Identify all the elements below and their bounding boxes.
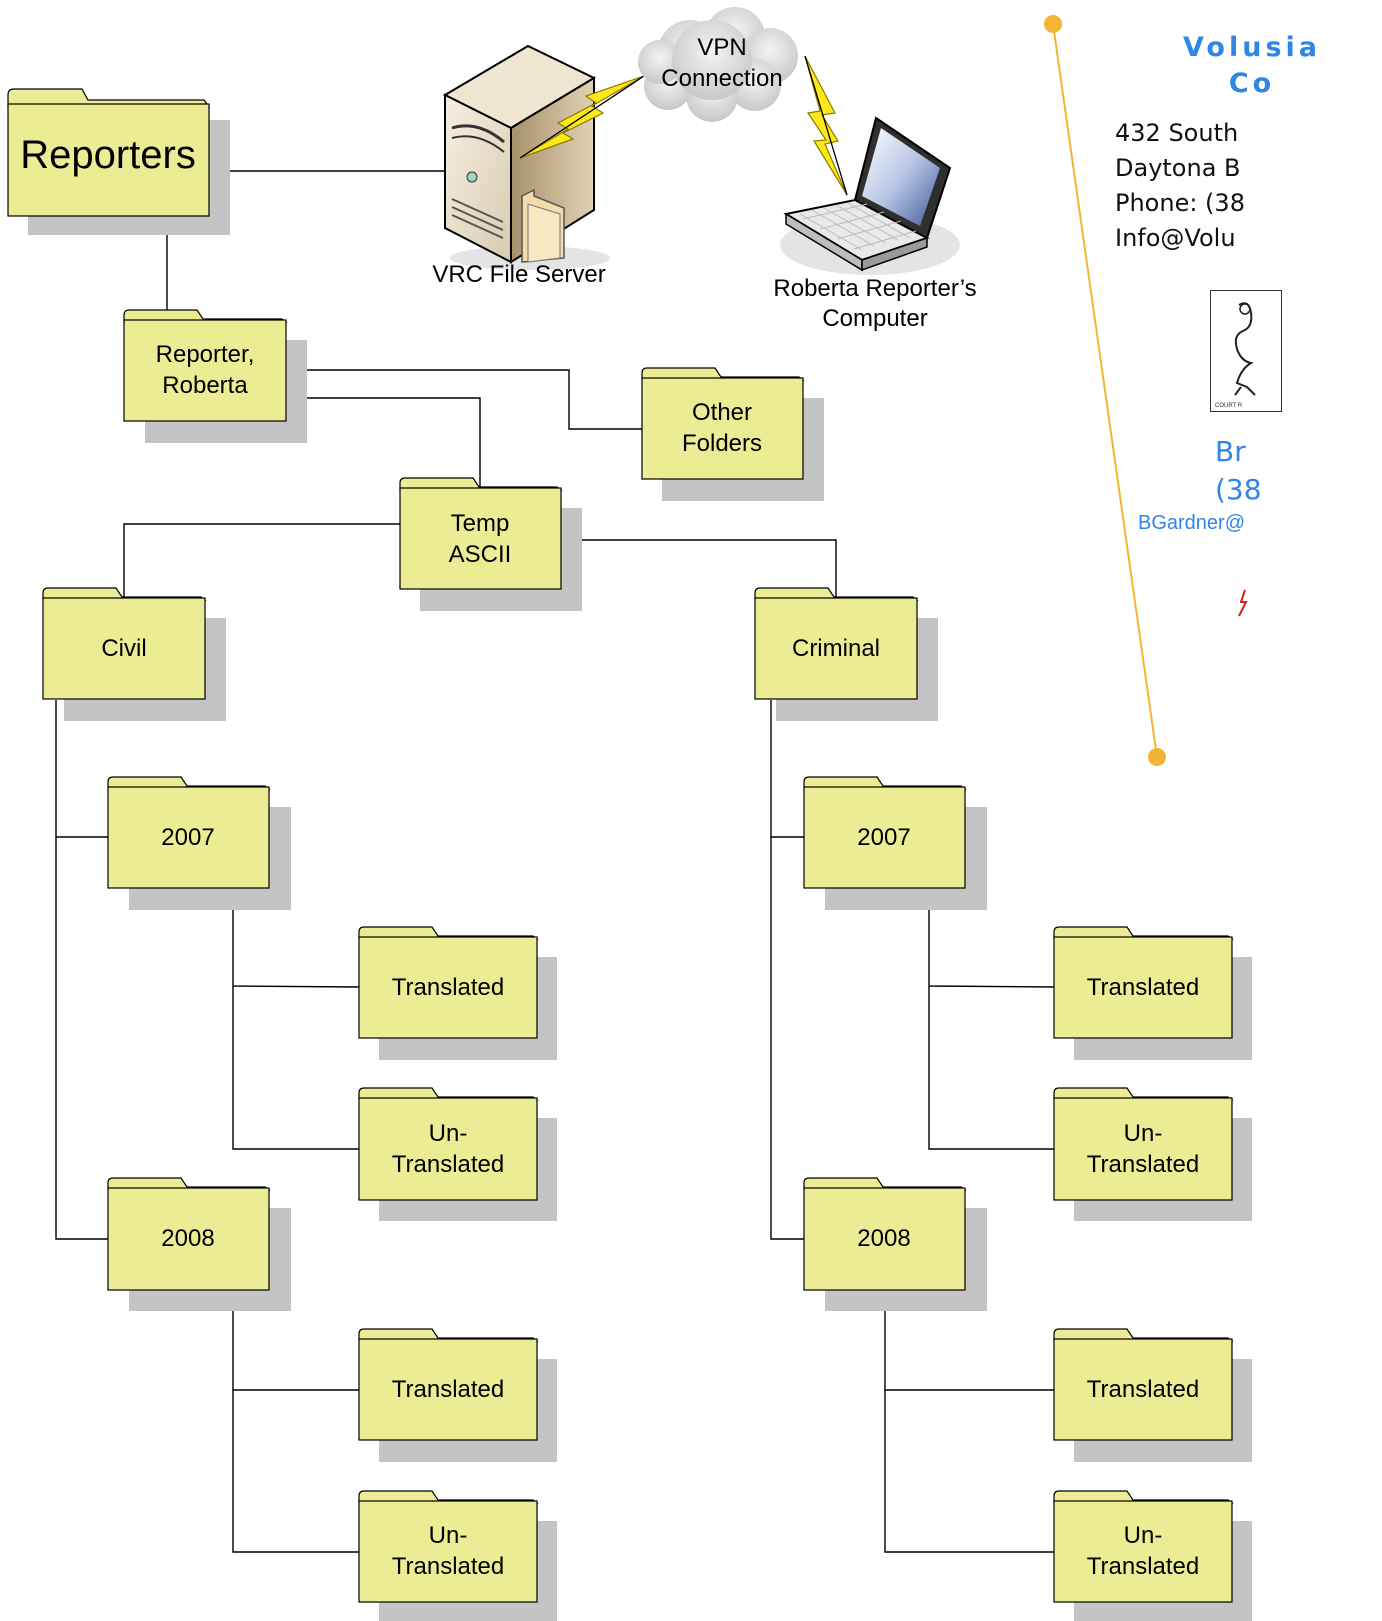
folder-label-translated: Translated [1087, 1376, 1200, 1403]
line-temp-civil [123, 523, 400, 598]
line-civil2008-untranslated [232, 1390, 359, 1553]
accent-divider [1044, 15, 1166, 766]
server-icon [442, 44, 610, 270]
folder-label-civil-2008: 2008 [161, 1225, 214, 1252]
contact-phone: (38 [1215, 473, 1262, 506]
folder-civil: Civil [42, 587, 226, 721]
folder-label-criminal-2007: 2007 [857, 824, 910, 851]
folder-hierarchy-diagram: Reporters Reporter, Roberta Other Folder… [7, 7, 1252, 1621]
folder-criminal-2007-untranslated: Un- Translated [1053, 1087, 1252, 1221]
folder-label-untranslated-2: Translated [392, 1151, 505, 1178]
vpn-label-line1: VPN [697, 34, 746, 61]
folder-criminal-2007-translated: Translated [1053, 926, 1252, 1060]
company-logo: COURT R [1210, 290, 1282, 412]
folder-label-civil-2007: 2007 [161, 824, 214, 851]
address-street: 432 South [1115, 119, 1239, 147]
folder-label-untranslated-1: Un- [1124, 1522, 1163, 1549]
folder-label-translated: Translated [392, 974, 505, 1001]
lightning-bolt-icon [804, 55, 848, 196]
folder-label-reporter-roberta-2: Roberta [162, 372, 248, 399]
folder-reporter-roberta: Reporter, Roberta [123, 309, 307, 443]
folder-label-criminal-2008: 2008 [857, 1225, 910, 1252]
company-address: 432 South Daytona B Phone: (38 Info@Volu [1115, 116, 1245, 256]
folder-doc-icon [521, 188, 565, 263]
folder-civil-2008: 2008 [107, 1177, 291, 1311]
line-criminal2007-untranslated [928, 986, 1054, 1150]
folder-label-untranslated-2: Translated [1087, 1151, 1200, 1178]
vpn-label-line2: Connection [661, 65, 782, 92]
address-city: Daytona B [1115, 154, 1241, 182]
folder-temp-ascii: Temp ASCII [399, 477, 582, 611]
contact-email[interactable]: BGardner@ [1138, 512, 1246, 534]
folder-criminal: Criminal [754, 587, 938, 721]
folder-label-civil: Civil [101, 635, 146, 662]
folder-label-untranslated-2: Translated [1087, 1553, 1200, 1580]
company-name: Volusia Co [1122, 30, 1382, 102]
folder-label-other-2: Folders [682, 430, 762, 457]
line-roberta-other [286, 369, 642, 430]
folder-label-reporter-roberta-1: Reporter, [156, 341, 255, 368]
folder-criminal-2008-untranslated: Un- Translated [1053, 1490, 1252, 1621]
company-name-line1: Volusia [1183, 32, 1321, 63]
address-phone: Phone: (38 [1115, 189, 1245, 217]
court-reporter-logo-icon [1234, 302, 1256, 396]
folder-label-untranslated-1: Un- [429, 1120, 468, 1147]
line-civil-2008 [55, 837, 108, 1240]
contact-name: Br [1215, 435, 1246, 468]
line-civil2007-untranslated [232, 986, 359, 1150]
laptop-label-line1: Roberta Reporter’s [773, 275, 976, 302]
folder-label-untranslated-1: Un- [1124, 1120, 1163, 1147]
folder-other-folders: Other Folders [641, 367, 824, 501]
logo-caption: COURT R [1215, 403, 1243, 409]
folder-label-untranslated-2: Translated [392, 1553, 505, 1580]
lightning-bolt-icon [519, 75, 645, 159]
line-roberta-temp [286, 397, 481, 487]
folder-label-other-1: Other [692, 399, 752, 426]
laptop-label-line2: Computer [822, 305, 927, 332]
line-criminal2008-untranslated [884, 1390, 1054, 1553]
laptop-icon [780, 116, 960, 275]
folder-civil-2008-untranslated: Un- Translated [358, 1490, 557, 1621]
red-mark-icon [1238, 589, 1248, 617]
line-criminal-2008 [770, 837, 804, 1240]
folder-criminal-2008-translated: Translated [1053, 1328, 1252, 1462]
folder-label-reporters: Reporters [20, 133, 196, 177]
folder-label-translated: Translated [392, 1376, 505, 1403]
line-temp-criminal [561, 539, 837, 598]
folder-label-temp-2: ASCII [449, 541, 512, 568]
folder-civil-2007: 2007 [107, 776, 291, 910]
connector-lines [55, 170, 1055, 1553]
server-label: VRC File Server [432, 261, 605, 288]
folder-label-untranslated-1: Un- [429, 1522, 468, 1549]
folder-civil-2008-translated: Translated [358, 1328, 557, 1462]
folder-civil-2007-untranslated: Un- Translated [358, 1087, 557, 1221]
folder-label-temp-1: Temp [451, 510, 510, 537]
company-name-line2: Co [1228, 68, 1276, 99]
folder-criminal-2008: 2008 [803, 1177, 987, 1311]
company-sidebar: Volusia Co 432 South Daytona B Phone: (3… [1090, 0, 1317, 1621]
cloud-icon: VPN Connection [638, 7, 798, 122]
address-email[interactable]: Info@Volu [1115, 224, 1236, 252]
folder-civil-2007-translated: Translated [358, 926, 557, 1060]
folder-criminal-2007: 2007 [803, 776, 987, 910]
folder-reporters: Reporters [7, 88, 230, 235]
folder-label-criminal: Criminal [792, 635, 880, 662]
folder-label-translated: Translated [1087, 974, 1200, 1001]
contact-block: Br (38 [1215, 433, 1262, 509]
